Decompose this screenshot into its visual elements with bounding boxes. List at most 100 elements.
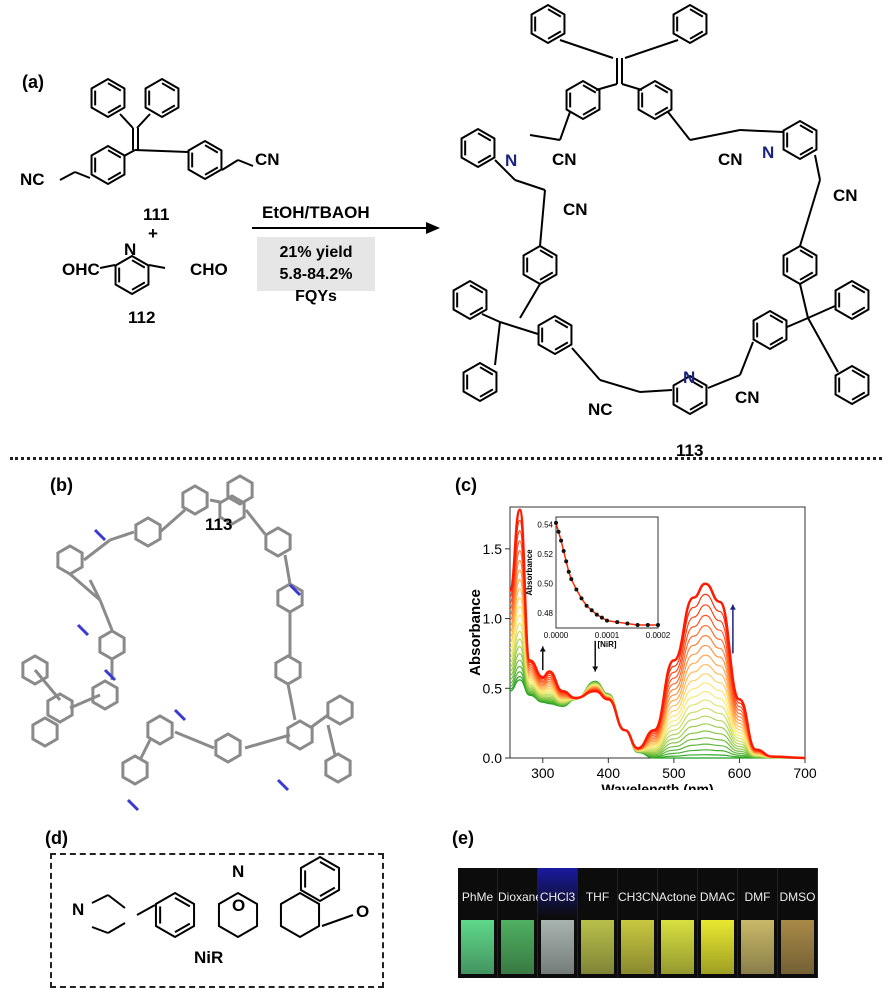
crystal-bond [88,579,102,601]
cn-group-1: CN [552,150,577,169]
crystal-bond [138,739,152,761]
label-111: 111 [143,205,170,224]
bond [99,264,116,269]
double-bond [689,30,704,40]
vial-liquid [621,920,654,974]
crystal-bond [283,554,292,585]
inset-data-point [589,608,594,613]
nir-n-atom: N [72,900,85,919]
up-arrow-icon-head [539,646,546,652]
crystal-structure [21,474,354,812]
x-axis-label: Wavelength (nm) [601,781,713,790]
inset-data-point [554,520,558,525]
bond [799,179,821,247]
double-bond [799,146,814,156]
double-bond [479,388,494,398]
nitrile-group [126,798,140,812]
phenyl-ring [672,3,708,45]
vial-dmso: DMSO [778,868,818,978]
double-bond [477,132,492,142]
y-tick-label: 0.5 [483,680,503,696]
inset-data-point [564,559,569,564]
phenyl-ring [565,79,601,121]
phenyl-ring [530,3,566,45]
down-arrow-icon-head [592,666,599,672]
panel-label-b: (b) [50,475,73,495]
vial-liquid [781,920,814,974]
phenyl-ring [452,279,488,321]
bond [571,347,601,381]
vial-phme: PhMe [458,868,498,978]
bond [91,926,109,934]
double-bond [554,341,569,351]
x-tick-label: 700 [793,765,817,781]
bond [807,317,839,373]
double-bond [204,144,219,154]
cn-group-111: CN [255,150,280,169]
pyridine-ring [114,254,150,296]
y-tick-label: 0.0 [483,750,503,766]
crystal-ring [181,484,209,516]
double-bond [689,8,704,18]
bond [134,149,189,153]
bond [595,83,618,91]
vial-label: CHCl3 [539,890,576,904]
nir-label: NiR [194,948,224,967]
vial-label: PhMe [461,890,494,904]
double-bond [539,271,554,281]
inset-x-tick-label: 0.0002 [646,631,671,640]
inset-data-point [569,577,574,582]
reagent-text: EtOH/TBAOH [262,203,370,222]
vial-liquid [661,920,694,974]
section-divider [10,457,882,460]
vial-label: THF [585,890,610,904]
phenyl-ring [834,279,870,321]
pyridine-n-112: N [124,240,137,259]
inset-data-point [561,549,566,554]
bond [639,389,673,393]
bond [559,111,571,141]
carbonyl-bond [321,914,354,927]
double-bond [469,306,484,316]
nitrile-group [288,583,302,597]
crystal-ring [286,719,314,751]
vial-label: Actone [658,890,697,904]
molecule-112 [99,254,166,296]
pyridine-n-left: N [505,151,518,170]
double-bond [654,106,669,116]
ohc-group: OHC [62,260,100,279]
crystal-bond [69,572,101,602]
bond [237,159,254,167]
inset-y-tick-label: 0.52 [537,550,553,559]
double-bond [851,369,866,379]
bond [148,264,166,269]
inset-data-point [635,623,640,628]
inset-data-point [615,620,620,625]
inset-frame [555,516,659,629]
crystal-ring [326,694,354,726]
crystal-bond [244,733,291,750]
bond [221,159,239,171]
double-bond [319,886,336,898]
double-bond [161,104,176,114]
bond [494,321,501,366]
double-bond [689,379,704,389]
double-bond [107,104,122,114]
vial-label: CH3CN [618,890,660,904]
bond [707,374,741,389]
double-bond [689,401,704,411]
naphthalene-ring [299,855,341,903]
bond [739,129,784,133]
crystal-bond [33,669,62,701]
nitrile-group [93,528,107,542]
inset-x-tick-label: 0.0000 [544,631,569,640]
double-bond [799,249,814,259]
bond [74,171,91,179]
y-tick-label: 1.5 [483,541,503,557]
vial-liquid [701,920,734,974]
bond [621,83,643,91]
crystal-ring [276,582,304,614]
phenyl-ring [834,364,870,406]
vial-liquid [741,920,774,974]
crystal-ring [134,516,162,548]
